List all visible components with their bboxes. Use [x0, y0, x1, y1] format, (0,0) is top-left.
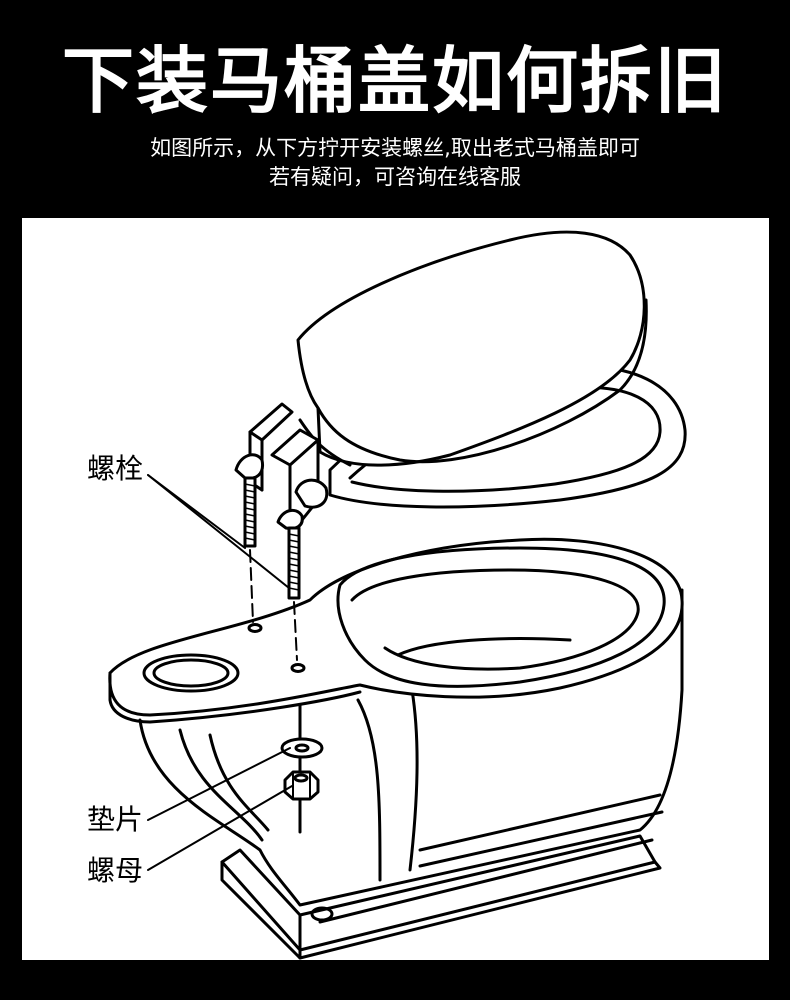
- header: 下装马桶盖如何拆旧 如图所示，从下方拧开安装螺丝,取出老式马桶盖即可 若有疑问，…: [0, 0, 790, 218]
- diagram-panel: [22, 218, 769, 960]
- label-bolt: 螺栓: [87, 452, 144, 485]
- washer: [280, 737, 324, 759]
- label-nut: 螺母: [87, 854, 144, 887]
- subtitle-line-1: 如图所示，从下方拧开安装螺丝,取出老式马桶盖即可: [150, 136, 640, 160]
- toilet-seat-ring: [108, 537, 684, 724]
- toilet-base: [220, 834, 662, 960]
- page-title: 下装马桶盖如何拆旧: [61, 39, 728, 123]
- bolt-right: [287, 526, 301, 600]
- hinge-assembly: [234, 402, 329, 530]
- subtitle-line-2: 若有疑问，可咨询在线客服: [269, 165, 521, 189]
- leader-lines: [147, 474, 293, 871]
- label-washer: 垫片: [87, 803, 144, 836]
- bolt-left: [243, 476, 257, 548]
- toilet-diagram: [108, 230, 687, 960]
- nut: [283, 770, 320, 801]
